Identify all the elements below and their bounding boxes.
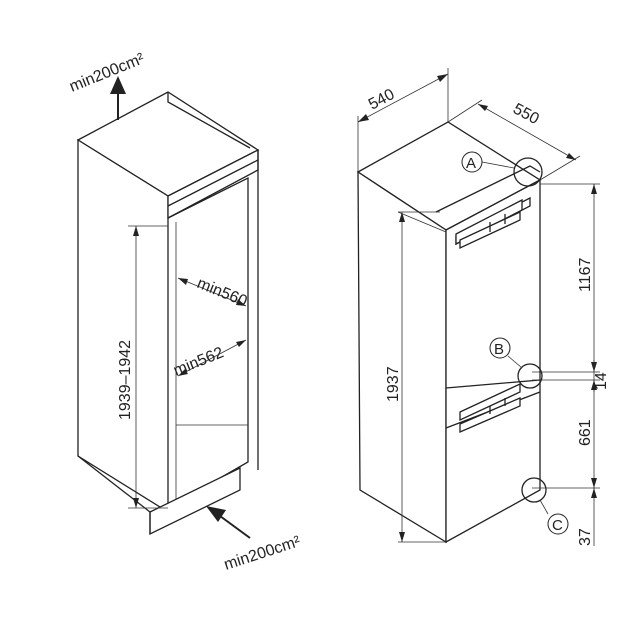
door-divider-upper (445, 379, 541, 389)
callout-a-leader (481, 161, 515, 169)
top-front-edge (397, 211, 447, 233)
min560-dim-line (177, 277, 247, 307)
callout-b-bubble (489, 337, 511, 359)
bottom-vent: min200cm² (206, 506, 303, 574)
callout-a-bubble (461, 151, 483, 173)
lower-height-label: 661 (577, 419, 594, 446)
callout-a-ring (513, 157, 543, 187)
min560-arrow-left (178, 278, 188, 285)
width-ext-right (539, 155, 581, 181)
callout-b: B (489, 337, 543, 389)
callout-b-letter: B (494, 341, 504, 358)
min560-label: min560 (195, 275, 250, 310)
height-arrow-bottom (133, 498, 139, 508)
callout-c-leader (539, 499, 549, 515)
width-ext-left (447, 99, 483, 123)
top-trim (435, 165, 541, 213)
width-dimensions: min560 min562 (171, 275, 249, 380)
callout-c-letter: C (552, 517, 563, 534)
cabinet-top-rail-line (167, 159, 259, 207)
lower-arrow-top (591, 380, 597, 390)
callout-c-bubble (547, 513, 569, 535)
overall-arrow-top (399, 212, 405, 222)
overall-height-label: 1937 (385, 366, 402, 402)
width-label: 550 (510, 101, 542, 129)
callout-c: C (521, 477, 569, 535)
bottom-vent-arrow-shaft (219, 515, 251, 539)
height-range-dimension: 1939–1942 (117, 225, 168, 509)
callout-b-ring (517, 363, 543, 389)
lower-rail-top (459, 382, 521, 422)
depth-arrow-left (358, 114, 369, 122)
cabinet-niche (76, 91, 260, 536)
gap-label: 14 (593, 372, 610, 390)
cabinet-bottom-edge (77, 455, 151, 513)
lower-arrow-bottom (591, 478, 597, 488)
upper-arrow-top (591, 184, 597, 194)
bottom-arrow-top (591, 488, 597, 498)
appliance-front-face (445, 178, 541, 544)
bottom-vent-arrow-head (206, 506, 226, 522)
bottom-vent-label: min200cm² (222, 533, 303, 574)
callout-a-letter: A (466, 155, 476, 172)
callout-b-leader (507, 355, 523, 369)
depth-dim-line (357, 73, 449, 123)
width-arrow-right (566, 153, 576, 160)
min562-arrow-right (236, 340, 246, 347)
cabinet-left-panel (77, 138, 169, 514)
callout-c-ring (521, 477, 547, 503)
appliance (356, 121, 542, 544)
height-arrow-top (133, 226, 139, 236)
cabinet-top-rim (167, 92, 251, 149)
lower-rail-bottom (459, 397, 521, 433)
bottom-offset-label: 37 (577, 528, 594, 546)
callout-a: A (461, 151, 543, 187)
depth-arrow-right (437, 74, 448, 82)
top-vent-arrow-head (110, 76, 126, 94)
min562-dim-line (177, 339, 247, 377)
min560-arrow-right (236, 299, 246, 306)
top-vent-label: min200cm² (67, 50, 147, 96)
width-dim-line (477, 103, 577, 161)
upper-height-label: 1167 (577, 257, 594, 292)
min562-label: min562 (171, 344, 226, 379)
upper-rail-top (455, 198, 523, 246)
right-stack-dimensions: 1167 14 661 37 (532, 183, 610, 546)
overall-arrow-bottom (399, 532, 405, 542)
min562-arrow-left (178, 369, 188, 376)
cabinet-inner-back (167, 176, 249, 509)
width-arrow-left (478, 104, 488, 111)
overall-height-dimension: 1937 (385, 211, 446, 543)
height-range-label: 1939–1942 (117, 340, 134, 420)
